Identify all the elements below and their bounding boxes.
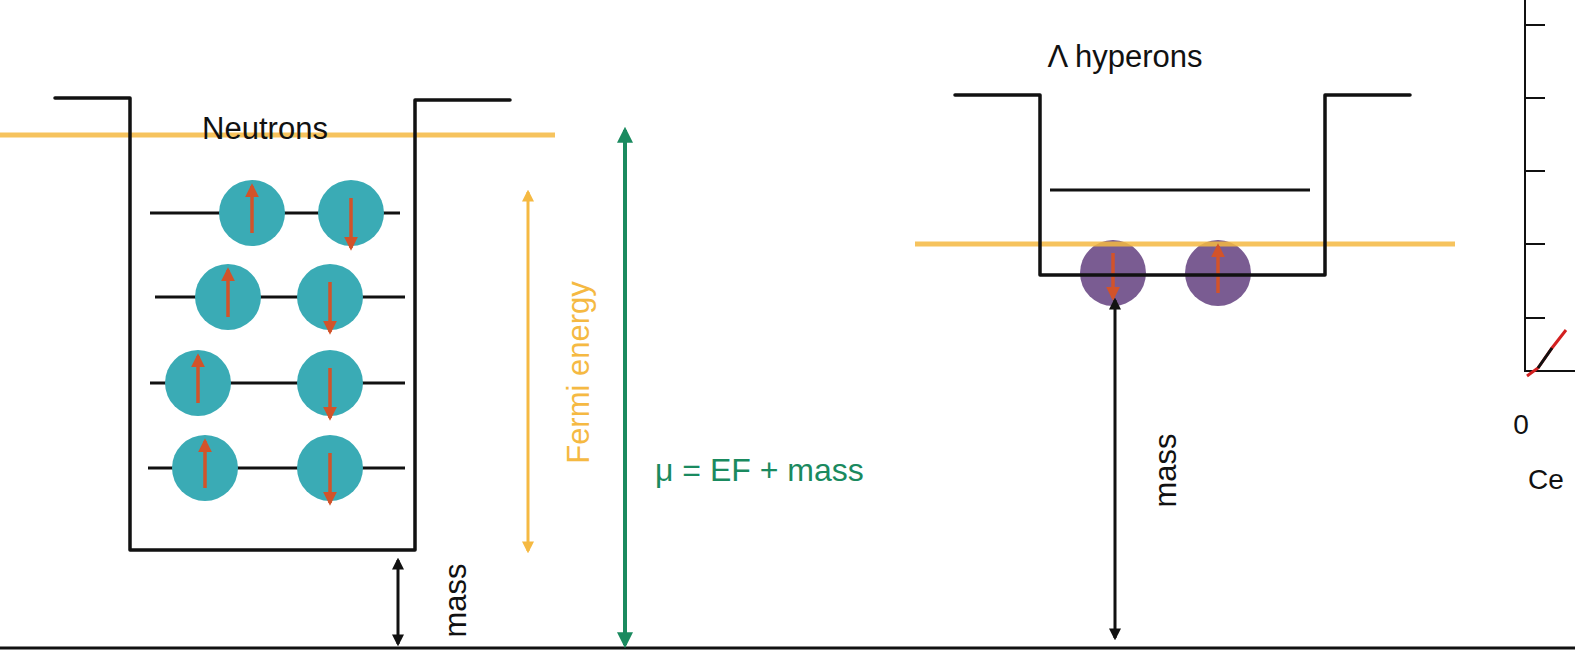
mass-label: mass — [439, 563, 470, 637]
axis-tick-label: 0 — [1513, 411, 1529, 439]
fermi-energy-label: Fermi energy — [562, 281, 593, 464]
well-heading: Λ hyperons — [1047, 41, 1202, 72]
potential-well: Neutrons — [50, 92, 515, 558]
chemical-potential-label: μ = EF + mass — [655, 454, 864, 486]
axis-title: Ce — [1528, 466, 1564, 494]
mass-label: mass — [1149, 433, 1180, 507]
well-outline — [50, 92, 515, 558]
well-heading: Neutrons — [202, 113, 328, 144]
potential-well: Λ hyperons — [950, 30, 1415, 282]
